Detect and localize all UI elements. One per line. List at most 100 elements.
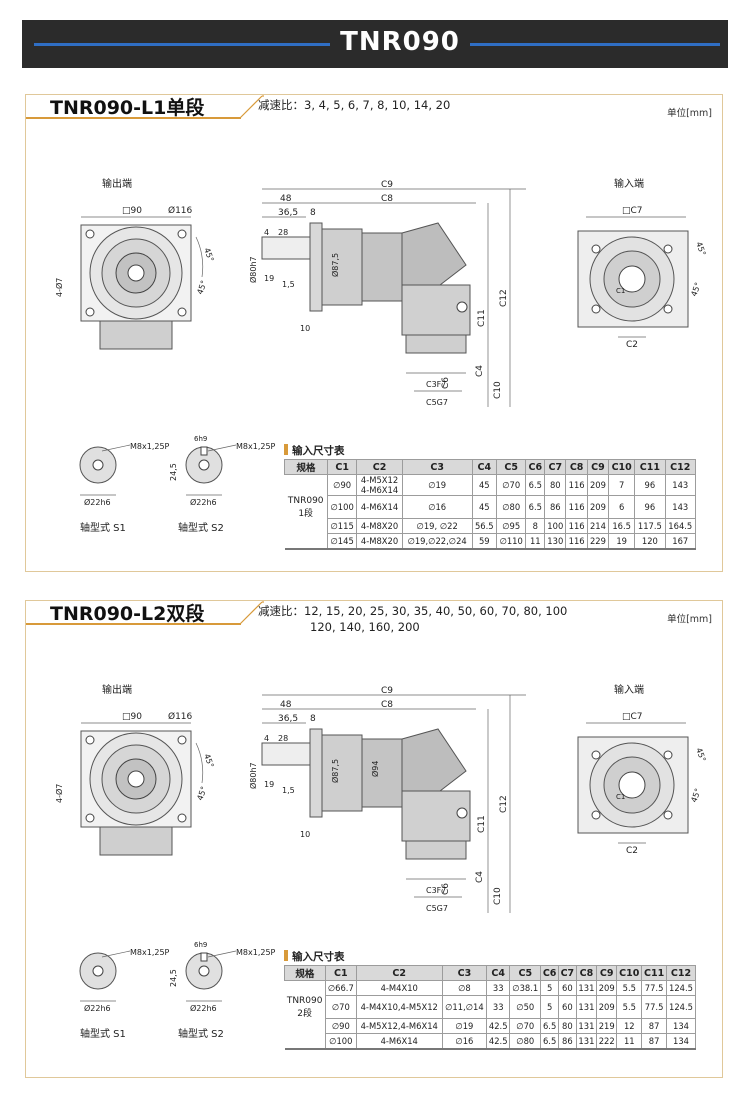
table-header-cell: C12	[664, 459, 697, 475]
table-cell: 143	[664, 474, 697, 496]
table-header-cell: C10	[616, 965, 643, 981]
table-cell: 6.5	[525, 474, 546, 496]
table-title-marker	[284, 444, 288, 455]
banner-line-left	[34, 43, 330, 46]
reduction-ratio-values: 3, 4, 5, 6, 7, 8, 10, 14, 20	[304, 98, 450, 112]
section-title: TNR090-L2双段	[50, 603, 205, 625]
table-spec-cell	[284, 980, 326, 996]
table-cell: 33	[486, 995, 511, 1019]
dim-angle-45-top: 45°	[202, 247, 215, 263]
table-header-cell: C3	[441, 965, 488, 981]
table-cell: ∅19,∅22,∅24	[401, 533, 473, 550]
dim-c10: C10	[493, 381, 503, 399]
dim-angle-45-top: 45°	[202, 753, 215, 769]
table-cell: 8	[525, 518, 546, 534]
dim-c2: C2	[626, 846, 638, 853]
dim-angle-45-a: 45°	[694, 241, 707, 257]
table-cell: 222	[596, 1033, 618, 1050]
table-cell: 131	[575, 980, 598, 996]
input-end-label: 输入端	[614, 685, 644, 696]
dim-m8-s2: M8x1,25P	[236, 948, 276, 957]
dim-c12: C12	[499, 289, 509, 307]
output-end-label: 输出端	[102, 179, 132, 190]
input-end-label: 输入端	[614, 179, 644, 190]
table-cell: 130	[544, 533, 567, 550]
section-title-slant	[239, 601, 264, 625]
table-cell: 4-M8X20	[356, 518, 403, 534]
table-cell: 134	[666, 1033, 696, 1050]
table-cell: 209	[586, 474, 610, 496]
reduction-ratio-values: 12, 15, 20, 25, 30, 35, 40, 50, 60, 70, …	[258, 604, 567, 634]
dim-m8-s1: M8x1,25P	[130, 948, 170, 957]
table-cell: 6.5	[540, 1018, 559, 1034]
table-cell: 120	[634, 533, 666, 550]
table-header-cell: C7	[558, 965, 577, 981]
dim-c5: C5G7	[426, 398, 448, 407]
table-cell: 6.5	[525, 495, 546, 519]
table-cell: 86	[544, 495, 567, 519]
table-header-cell: C5	[495, 459, 527, 475]
table-cell: 60	[558, 980, 577, 996]
table-spec-cell	[284, 518, 328, 534]
table-header-cell: C9	[586, 459, 610, 475]
table-title-text: 输入尺寸表	[292, 951, 345, 963]
table-cell: ∅80	[509, 1033, 542, 1050]
unit-label: 单位[mm]	[667, 614, 712, 625]
input-end-view: □C7 C2 C1 45° 45°	[577, 712, 707, 853]
section-title-slant	[239, 95, 264, 119]
table-cell: 56.5	[471, 518, 497, 534]
table-cell: 87	[641, 1033, 667, 1050]
shaft-type-s2-label: 轴型式 S2	[178, 523, 224, 534]
table-cell: 16.5	[608, 518, 636, 534]
dim-d22-s1: Ø22h6	[84, 497, 111, 507]
table-cell: 42.5	[486, 1033, 511, 1050]
dim-c10: C10	[493, 887, 503, 905]
table-header-cell: C8	[565, 459, 588, 475]
table-cell: 5.5	[616, 995, 643, 1019]
table-cell: 6	[608, 495, 636, 519]
dim-c7: □C7	[622, 712, 643, 722]
table-spec-cell	[284, 533, 328, 550]
table-cell: 4-M8X20	[356, 533, 403, 550]
table-cell: ∅66.7	[324, 980, 357, 996]
table-cell: 45	[471, 474, 497, 496]
dim-28: 28	[278, 734, 288, 743]
table-cell: 19	[608, 533, 636, 550]
table-cell: 5	[540, 980, 559, 996]
table-cell: 96	[634, 495, 666, 519]
dim-c8: C8	[381, 700, 393, 710]
dim-c6: C6	[441, 883, 451, 895]
dim-d80: Ø80h7	[248, 256, 258, 283]
table-header-cell: C11	[641, 965, 667, 981]
table-header-cell: C10	[608, 459, 636, 475]
dim-48: 48	[280, 700, 292, 710]
table-cell: 143	[664, 495, 697, 519]
table-header-cell: C11	[634, 459, 666, 475]
table-header-cell: C3	[401, 459, 473, 475]
dim-c1: C1	[616, 287, 625, 295]
table-cell: ∅50	[509, 995, 542, 1019]
dim-10: 10	[300, 324, 310, 333]
reduction-ratio-line: 12, 15, 20, 25, 30, 35, 40, 50, 60, 70, …	[304, 604, 568, 618]
input-dimension-table-title: 输入尺寸表	[284, 949, 345, 964]
page-banner: TNR090	[22, 20, 728, 68]
banner-title: TNR090	[340, 27, 460, 57]
dim-1-5: 1,5	[282, 786, 295, 795]
table-cell: ∅100	[326, 495, 358, 519]
table-cell: 209	[586, 495, 610, 519]
table-cell: 117.5	[634, 518, 666, 534]
output-end-view: □90 Ø116 45° 45° 4-Ø7	[56, 711, 215, 856]
section-title: TNR090-L1单段	[50, 97, 205, 119]
table-spec-cell	[284, 1033, 326, 1050]
input-end-view: □C7 C2 C1 45° 45°	[577, 206, 707, 347]
shaft-type-s1-label: 轴型式 S1	[80, 1029, 126, 1040]
table-cell: 219	[596, 1018, 618, 1034]
output-end-label: 输出端	[102, 685, 132, 696]
table-cell: 12	[616, 1018, 643, 1034]
